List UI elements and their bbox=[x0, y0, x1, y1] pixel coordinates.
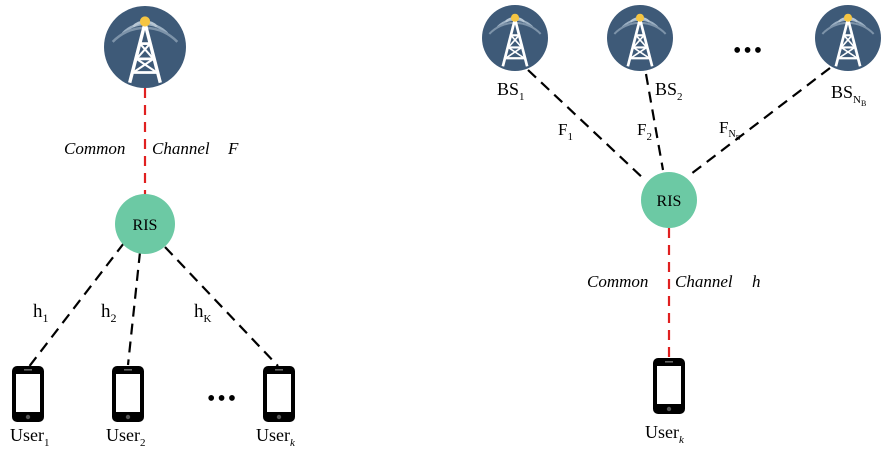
right-link-F2 bbox=[644, 73, 665, 171]
right-ris-label: RIS bbox=[657, 193, 682, 210]
right-bs-label-nb: BSNB bbox=[831, 82, 866, 108]
left-channel-symbol: F bbox=[227, 139, 239, 158]
right-base-station-1 bbox=[482, 5, 548, 71]
right-user-label-k: Userk bbox=[645, 422, 685, 446]
right-link-label-FNB: FNB bbox=[719, 118, 741, 142]
smartphone-icon bbox=[653, 358, 685, 414]
left-link-label-h1: h1 bbox=[33, 301, 49, 325]
left-ris-node: RIS bbox=[115, 194, 175, 254]
left-ris-label: RIS bbox=[133, 217, 158, 234]
left-common-label: Common bbox=[64, 139, 125, 158]
left-link-label-hK: hK bbox=[194, 301, 212, 325]
right-common-label: Common bbox=[587, 272, 648, 291]
cell-tower-icon bbox=[482, 5, 548, 71]
left-user-label-2: User2 bbox=[106, 425, 146, 449]
right-channel-label: Channel bbox=[675, 272, 733, 291]
left-users-ellipsis: ••• bbox=[207, 386, 238, 412]
right-ris-node: RIS bbox=[641, 172, 697, 228]
cell-tower-icon bbox=[104, 6, 186, 88]
right-link-label-F1: F1 bbox=[558, 120, 573, 143]
smartphone-icon bbox=[112, 366, 144, 422]
smartphone-icon bbox=[12, 366, 44, 422]
left-link-hK bbox=[164, 246, 279, 367]
cell-tower-icon bbox=[607, 5, 673, 71]
right-bs-ellipsis: ••• bbox=[733, 38, 764, 64]
right-base-station-nb bbox=[815, 5, 881, 71]
left-link-h2 bbox=[126, 251, 142, 366]
left-channel-label: Channel bbox=[152, 139, 210, 158]
cell-tower-icon bbox=[815, 5, 881, 71]
left-link-h1 bbox=[27, 242, 125, 369]
right-channel-symbol: h bbox=[752, 272, 761, 291]
right-bs-label-2: BS2 bbox=[655, 79, 683, 103]
left-base-station bbox=[104, 6, 186, 88]
right-link-FNB bbox=[690, 67, 831, 175]
left-user-label-1: User1 bbox=[10, 425, 50, 449]
right-link-label-F2: F2 bbox=[637, 120, 652, 143]
left-user-label-k: Userk bbox=[256, 425, 296, 449]
right-base-station-2 bbox=[607, 5, 673, 71]
right-bs-label-1: BS1 bbox=[497, 79, 525, 103]
smartphone-icon bbox=[263, 366, 295, 422]
left-link-label-h2: h2 bbox=[101, 301, 117, 325]
right-link-F1 bbox=[527, 69, 646, 181]
